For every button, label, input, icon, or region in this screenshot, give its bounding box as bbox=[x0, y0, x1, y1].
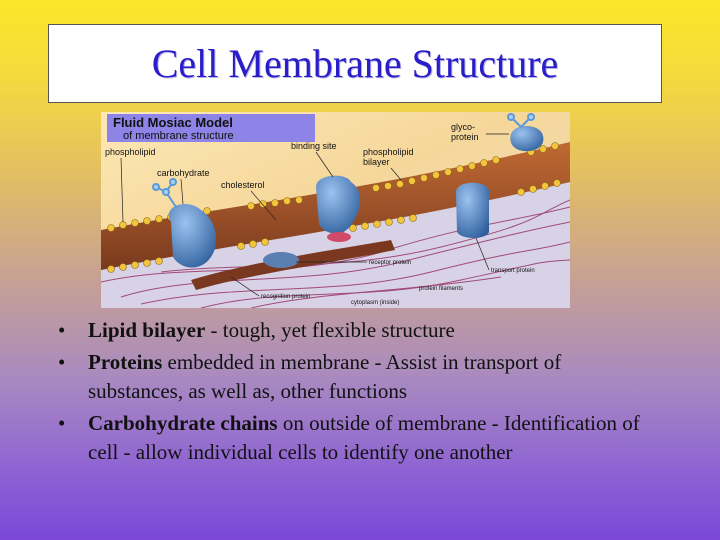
bullet-bold: Proteins bbox=[88, 350, 163, 374]
bullet-dot: • bbox=[58, 318, 66, 342]
bullet-bold: Lipid bilayer bbox=[88, 318, 206, 342]
label-recognition-protein: recognition protein bbox=[261, 294, 310, 300]
slide-title: Cell Membrane Structure bbox=[151, 41, 559, 86]
label-cytoplasm: cytoplasm (inside) bbox=[351, 300, 399, 306]
transport-protein-shape bbox=[456, 182, 489, 238]
glycoprotein-shape bbox=[510, 125, 544, 152]
receptor-protein-shape bbox=[263, 252, 299, 268]
binding-site-shape bbox=[327, 232, 351, 242]
bullet-text: on outside of membrane - Identification … bbox=[88, 411, 640, 464]
label-cholesterol: cholesterol bbox=[221, 180, 265, 190]
bullet-item: • Proteins embedded in membrane - Assist… bbox=[58, 348, 658, 406]
label-protein-filaments: protein filaments bbox=[419, 286, 463, 292]
membrane-figure: Fluid Mosiac Model of membrane structure… bbox=[101, 112, 570, 308]
figure-heading-box bbox=[107, 114, 315, 142]
figure-heading-line2: of membrane structure bbox=[123, 130, 234, 142]
label-binding-site: binding site bbox=[291, 141, 337, 151]
label-receptor-protein: receptor protein bbox=[369, 260, 411, 266]
label-carbohydrate: carbohydrate bbox=[157, 168, 210, 178]
bullet-text: embedded in membrane - Assist in transpo… bbox=[88, 350, 562, 403]
bullet-bold: Carbohydrate chains bbox=[88, 411, 278, 435]
leader-lines bbox=[120, 133, 509, 297]
label-phospholipid: phospholipid bbox=[105, 147, 156, 157]
title-box: Cell Membrane Structure bbox=[48, 24, 662, 103]
membrane-proteins bbox=[168, 125, 544, 268]
label-glycoprotein-1: glyco- bbox=[451, 122, 475, 132]
label-glycoprotein-2: protein bbox=[451, 132, 479, 142]
label-phospholipid-bilayer-1: phospholipid bbox=[363, 147, 414, 157]
label-phospholipid-bilayer-2: bilayer bbox=[363, 157, 390, 167]
figure-heading-line1: Fluid Mosiac Model bbox=[113, 115, 233, 130]
bullet-list: • Lipid bilayer - tough, yet flexible st… bbox=[58, 316, 658, 470]
bullet-dot: • bbox=[58, 411, 66, 435]
membrane-diagram: Fluid Mosiac Model of membrane structure… bbox=[101, 112, 570, 308]
bullet-dot: • bbox=[58, 350, 66, 374]
lipid-heads-top bbox=[107, 142, 559, 232]
bullet-item: • Lipid bilayer - tough, yet flexible st… bbox=[58, 316, 658, 345]
bullet-item: • Carbohydrate chains on outside of memb… bbox=[58, 409, 658, 467]
bullet-text: - tough, yet flexible structure bbox=[205, 318, 455, 342]
carbohydrate-chains bbox=[152, 113, 535, 208]
protein-left bbox=[168, 203, 217, 268]
protein-binding bbox=[316, 175, 361, 234]
label-transport-protein: transport protein bbox=[491, 268, 535, 274]
